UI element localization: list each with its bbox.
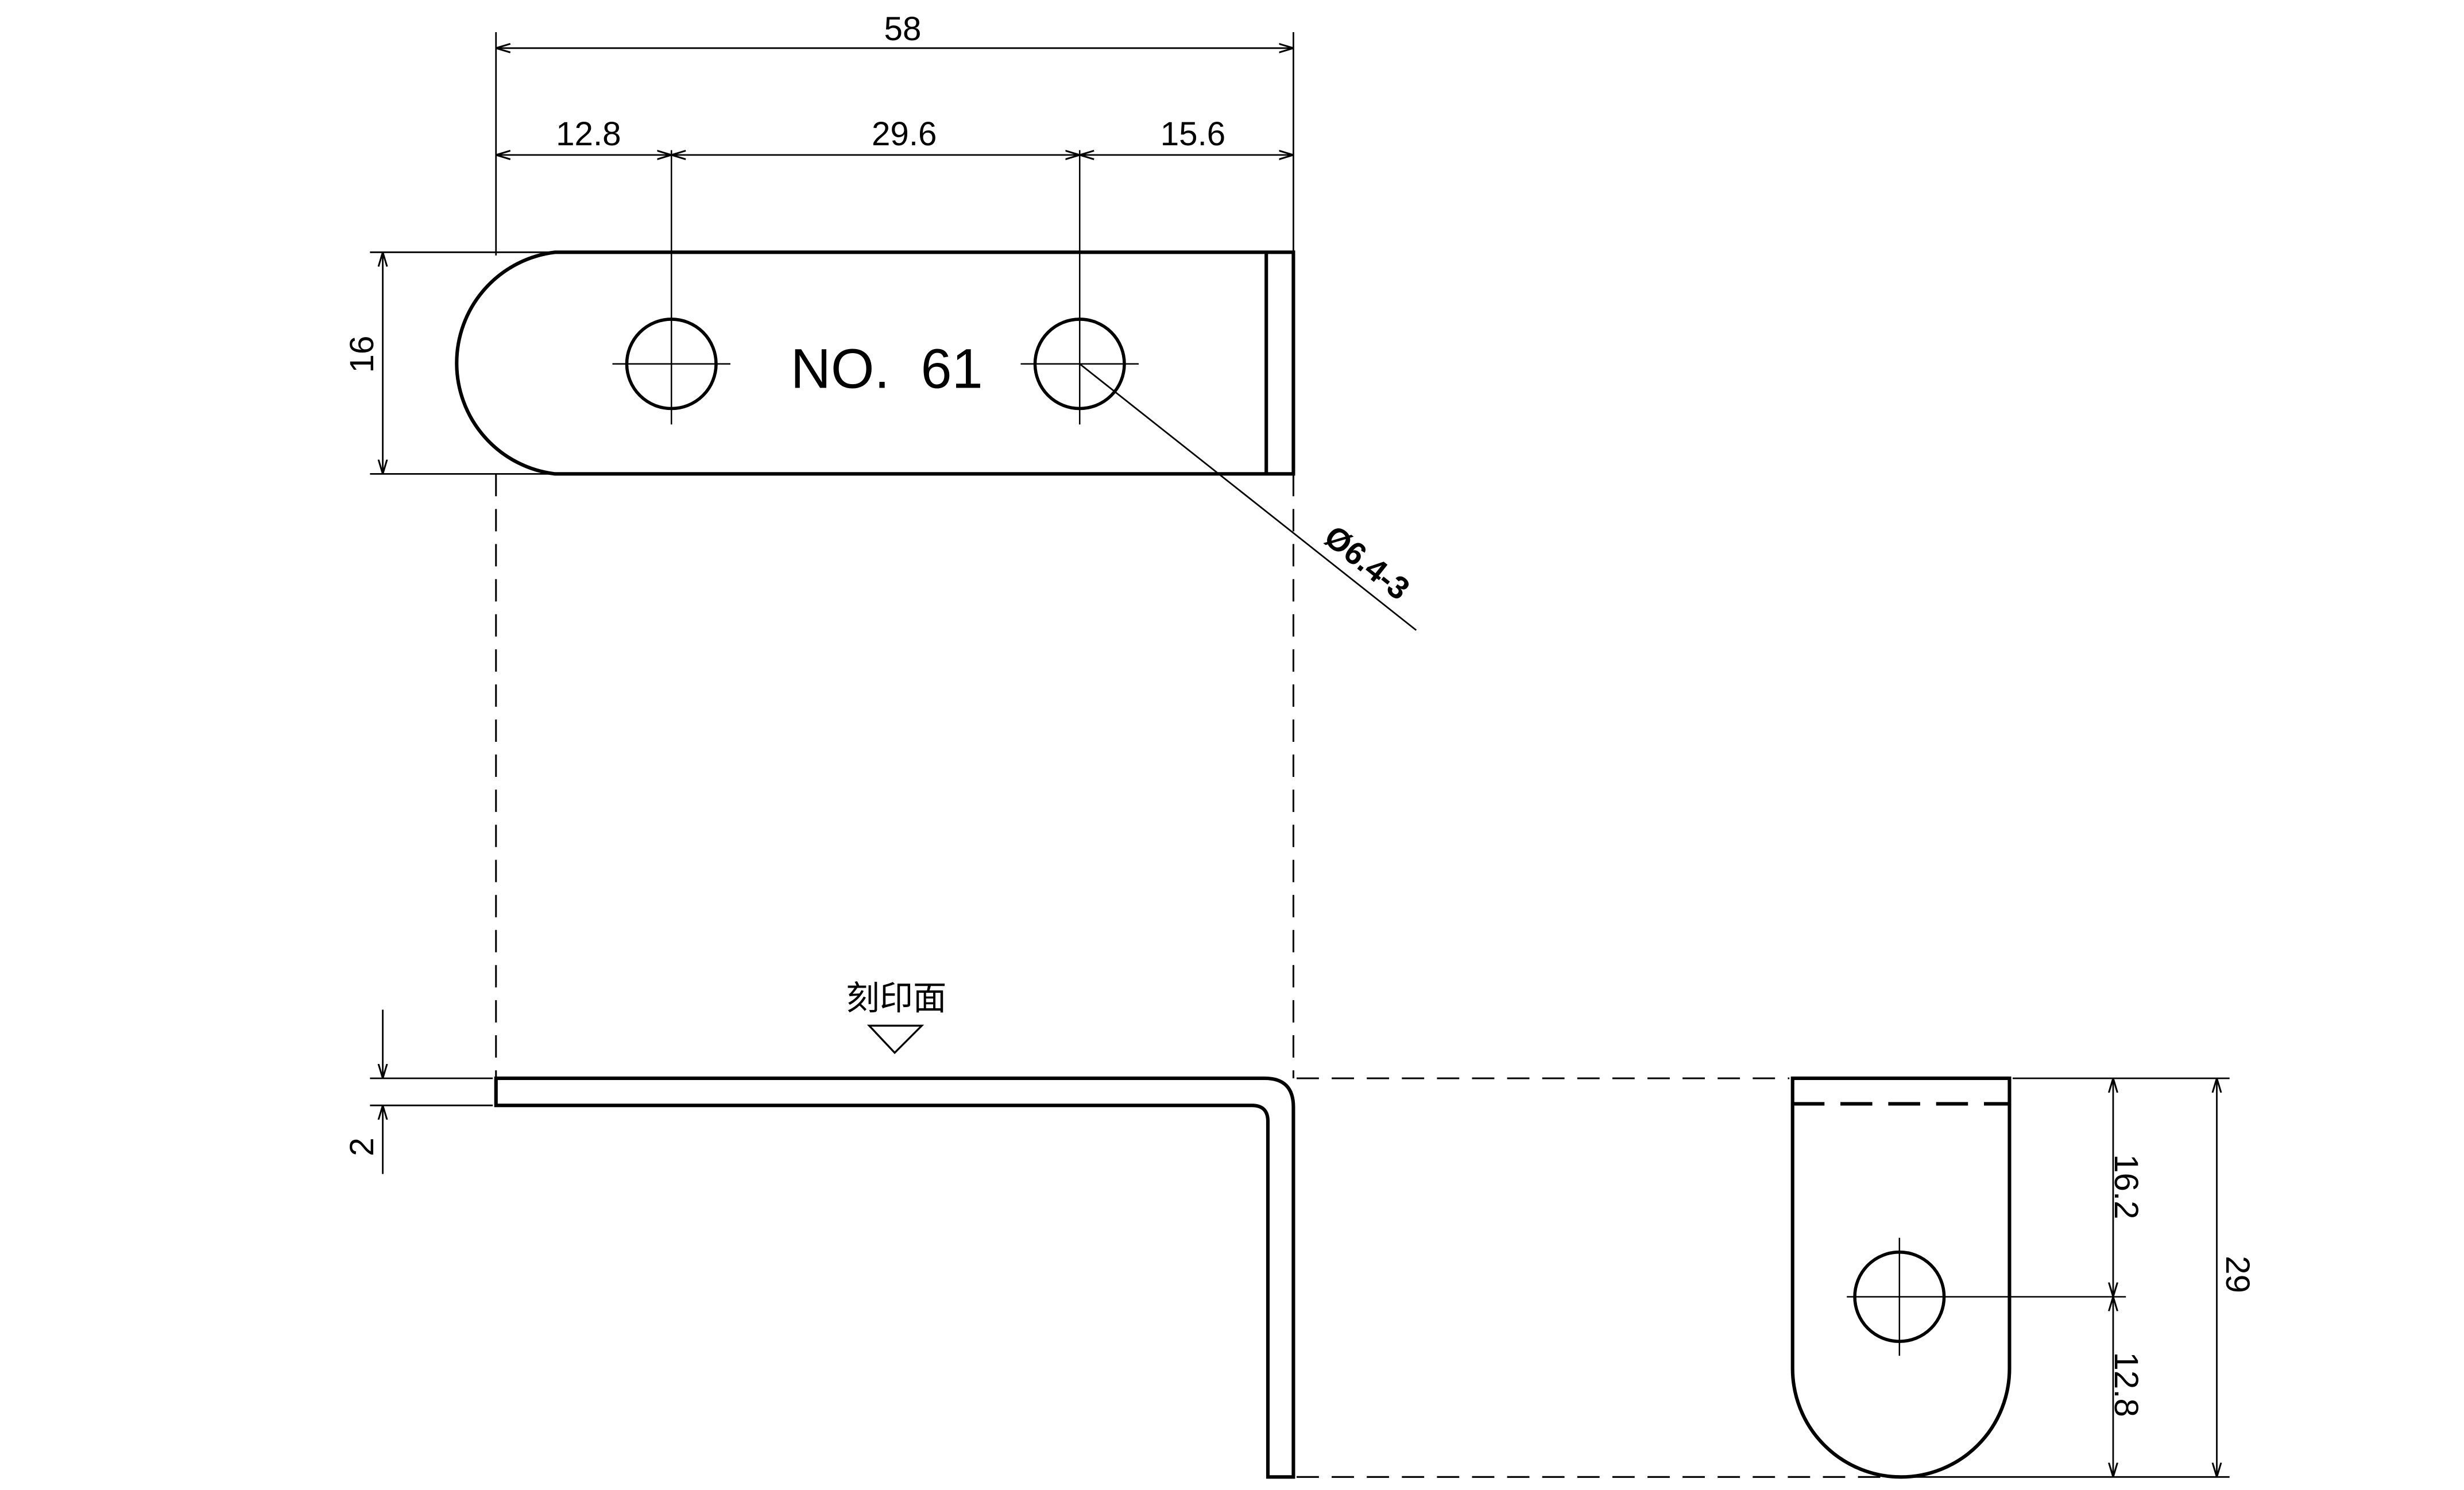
- dim-label-2: 2: [343, 1137, 381, 1156]
- dim-label-16-2: 16.2: [2107, 1154, 2145, 1220]
- side-view-outline: [1790, 1076, 2012, 1479]
- drawing-text: 58 12.8 29.6 15.6 16 NO. 61 Ø6.4-3 刻印面 2…: [343, 10, 2256, 1417]
- dim-label-58: 58: [884, 10, 922, 48]
- projection-lines: [495, 474, 1898, 1478]
- stamp-face-triangle: [867, 1024, 925, 1054]
- dim-label-29-6: 29.6: [872, 115, 937, 153]
- l-profile-outline: [494, 1076, 1295, 1479]
- dim-label-12-8: 12.8: [556, 115, 621, 153]
- dim-label-15-6: 15.6: [1161, 115, 1226, 153]
- side-dimensions: [1901, 1077, 2230, 1478]
- stamp-face-label: 刻印面: [846, 979, 946, 1018]
- dim-label-16: 16: [343, 336, 381, 373]
- front-view: [494, 1076, 1295, 1479]
- part-label: NO. 61: [791, 337, 983, 400]
- hole-callout-leader: [1079, 363, 1417, 631]
- side-view: [1790, 1076, 2126, 1479]
- top-view-outline: [455, 250, 1295, 476]
- dim-label-12-8-side: 12.8: [2107, 1352, 2145, 1417]
- dim-label-29: 29: [2219, 1256, 2256, 1293]
- top-dimensions: [370, 32, 1294, 475]
- top-view: [455, 150, 1417, 631]
- thickness-dimension: [370, 1009, 493, 1174]
- hole-callout-label: Ø6.4-3: [1318, 518, 1417, 607]
- stamp-face-marker: [867, 1024, 925, 1054]
